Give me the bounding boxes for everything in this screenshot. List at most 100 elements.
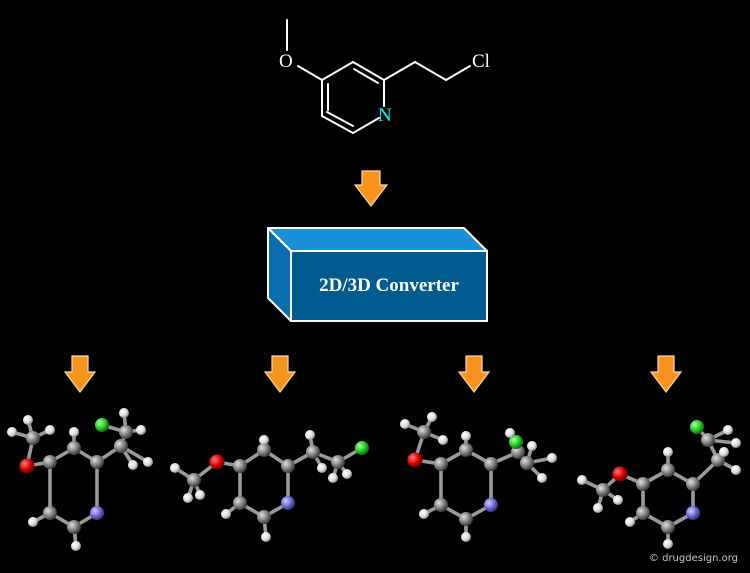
atom-h bbox=[731, 465, 741, 475]
atom-h bbox=[663, 447, 673, 457]
arrow-down-icon bbox=[63, 355, 97, 393]
atom-h bbox=[593, 503, 603, 513]
conformer-4 bbox=[577, 420, 741, 549]
atom-n bbox=[281, 496, 295, 510]
atom-cl bbox=[95, 418, 109, 432]
conformer-3 bbox=[400, 412, 557, 542]
atom-c bbox=[233, 496, 247, 510]
atom-h bbox=[505, 428, 515, 438]
atom-c bbox=[331, 455, 345, 469]
atom-h bbox=[183, 493, 193, 503]
atom-h bbox=[170, 463, 180, 473]
atom-n bbox=[90, 506, 104, 520]
atom-h bbox=[143, 457, 153, 467]
atom-label-oxygen: O bbox=[279, 51, 293, 72]
atom-cl bbox=[509, 435, 523, 449]
atom-h bbox=[69, 427, 79, 437]
atom-c bbox=[459, 443, 473, 457]
atom-h bbox=[723, 425, 733, 435]
atom-c bbox=[661, 463, 675, 477]
atom-c bbox=[26, 431, 40, 445]
atom-c bbox=[281, 459, 295, 473]
atom-c bbox=[257, 510, 271, 524]
atom-c bbox=[686, 477, 700, 491]
structure-2d bbox=[286, 19, 471, 134]
converter-label: 2D/3D Converter bbox=[319, 275, 459, 296]
atom-h bbox=[537, 473, 547, 483]
atom-c bbox=[67, 520, 81, 534]
atom-h bbox=[719, 447, 729, 457]
atom-o bbox=[407, 452, 423, 468]
atom-c bbox=[711, 453, 725, 467]
atom-c bbox=[417, 425, 431, 439]
atom-c bbox=[596, 483, 610, 497]
atom-label-nitrogen: N bbox=[378, 105, 392, 126]
conformer-1 bbox=[7, 408, 153, 551]
atom-h bbox=[461, 431, 471, 441]
atom-c bbox=[67, 441, 81, 455]
atom-c bbox=[636, 477, 650, 491]
atom-h bbox=[23, 415, 33, 425]
copyright-text: © drugdesign.org bbox=[649, 553, 738, 564]
atom-c bbox=[233, 459, 247, 473]
atom-h bbox=[400, 419, 410, 429]
atom-c bbox=[306, 445, 320, 459]
atom-c bbox=[257, 443, 271, 457]
atom-h bbox=[305, 430, 315, 440]
atom-h bbox=[427, 412, 437, 422]
atom-n bbox=[484, 498, 498, 512]
atom-c bbox=[701, 433, 715, 447]
atom-o bbox=[612, 466, 628, 482]
atom-h bbox=[261, 532, 271, 542]
atom-h bbox=[438, 435, 448, 445]
atom-h bbox=[419, 509, 429, 519]
arrow-down-icon bbox=[457, 355, 491, 393]
conformer-models bbox=[7, 408, 741, 551]
atom-c bbox=[459, 512, 473, 526]
atom-o bbox=[209, 454, 225, 470]
atom-h bbox=[71, 541, 81, 551]
atom-h bbox=[195, 490, 205, 500]
converter-box: 2D/3D Converter bbox=[267, 227, 488, 322]
atom-h bbox=[731, 438, 741, 448]
atom-h bbox=[259, 435, 269, 445]
atom-c bbox=[43, 455, 57, 469]
atom-c bbox=[661, 520, 675, 534]
atom-h bbox=[317, 463, 327, 473]
arrow-down-icon bbox=[263, 355, 297, 393]
atom-c bbox=[43, 506, 57, 520]
atom-h bbox=[527, 441, 537, 451]
atom-h bbox=[128, 460, 138, 470]
atom-o bbox=[19, 458, 35, 474]
atom-h bbox=[221, 509, 231, 519]
conformer-2 bbox=[170, 430, 369, 542]
atom-h bbox=[45, 425, 55, 435]
atom-h bbox=[625, 517, 635, 527]
atom-c bbox=[434, 457, 448, 471]
atom-c bbox=[484, 457, 498, 471]
atom-h bbox=[7, 427, 17, 437]
atom-h bbox=[613, 495, 623, 505]
atom-h bbox=[328, 473, 338, 483]
atom-h bbox=[547, 453, 557, 463]
atom-c bbox=[520, 456, 534, 470]
atom-c bbox=[90, 455, 104, 469]
atom-cl bbox=[355, 441, 369, 455]
atom-h bbox=[663, 539, 673, 549]
arrow-down-icon bbox=[353, 170, 389, 207]
atom-c bbox=[636, 506, 650, 520]
atom-h bbox=[28, 517, 38, 527]
atom-h bbox=[461, 532, 471, 542]
atom-label-chlorine: Cl bbox=[472, 51, 490, 72]
atom-h bbox=[577, 475, 587, 485]
atom-h bbox=[119, 408, 129, 418]
atom-n bbox=[686, 506, 700, 520]
atom-cl bbox=[690, 420, 704, 434]
atom-c bbox=[119, 425, 133, 439]
atom-h bbox=[342, 469, 352, 479]
atom-c bbox=[114, 439, 128, 453]
atom-c bbox=[434, 498, 448, 512]
atom-h bbox=[136, 425, 146, 435]
atom-c bbox=[187, 473, 201, 487]
